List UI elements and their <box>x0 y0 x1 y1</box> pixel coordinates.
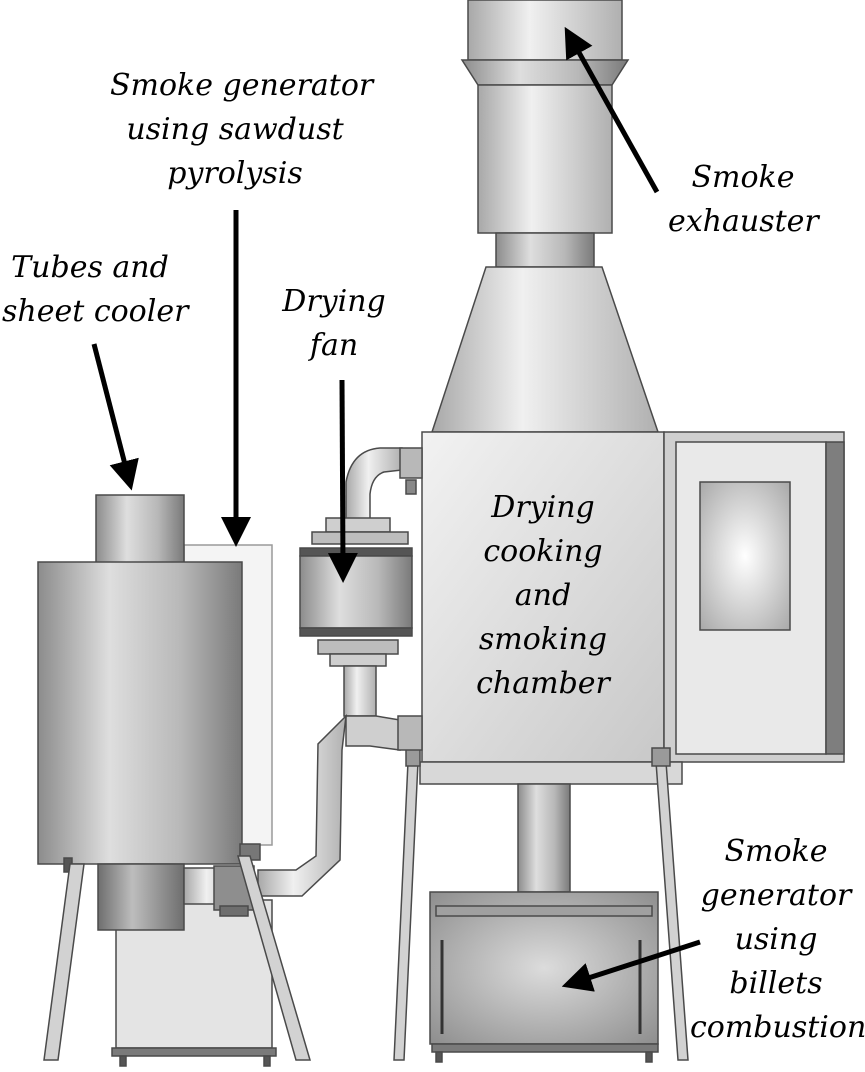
label-line: chamber <box>476 666 610 701</box>
arrows <box>91 26 701 992</box>
label-billets-smoke-generator: Smoke generator using billets combustion <box>690 830 865 1050</box>
label-drying-fan: Drying fan <box>276 280 392 368</box>
label-line: fan <box>309 328 359 363</box>
chamber-legs <box>393 747 689 1061</box>
label-smoke-exhauster: Smoke exhauster <box>668 156 819 244</box>
smoke-exhaust-stack <box>430 0 660 433</box>
arrow-exhauster <box>564 26 660 194</box>
label-line: Smoke <box>724 834 828 869</box>
tubes-sheet-cooler <box>37 494 261 931</box>
label-line: cooking <box>483 534 603 569</box>
label-line: Smoke <box>691 160 795 195</box>
arrow-fan <box>327 379 358 583</box>
label-line: using sawdust <box>126 112 344 147</box>
billets-smoke-generator <box>429 891 659 1063</box>
label-line: Tubes and <box>11 250 169 285</box>
label-line: Smoke generator <box>110 68 374 103</box>
label-line: sheet cooler <box>2 294 189 329</box>
label-line: billets <box>729 966 823 1001</box>
drying-smoking-chamber <box>419 431 845 785</box>
label-tubes-sheet-cooler: Tubes and sheet cooler <box>2 246 189 334</box>
lower-duct <box>257 665 423 897</box>
label-line: generator <box>700 878 852 913</box>
lower-flue-pipe <box>517 783 571 893</box>
label-drying-chamber: Drying cooking and smoking chamber <box>468 486 618 706</box>
label-line: using <box>734 922 818 957</box>
arrow-cooler <box>91 343 139 491</box>
cooler-legs <box>43 855 312 1061</box>
label-line: smoking <box>478 622 608 657</box>
label-line: pyrolysis <box>167 156 303 191</box>
label-sawdust-smoke-generator: Smoke generator using sawdust pyrolysis <box>110 64 374 196</box>
label-line: exhauster <box>668 204 819 239</box>
label-line: Drying <box>491 490 595 525</box>
label-line: combustion <box>690 1010 865 1045</box>
drying-fan <box>299 517 413 667</box>
upper-duct-elbow <box>345 447 423 521</box>
label-line: and <box>514 578 572 613</box>
label-line: Drying <box>282 284 386 319</box>
arrow-billets-generator <box>561 939 701 992</box>
